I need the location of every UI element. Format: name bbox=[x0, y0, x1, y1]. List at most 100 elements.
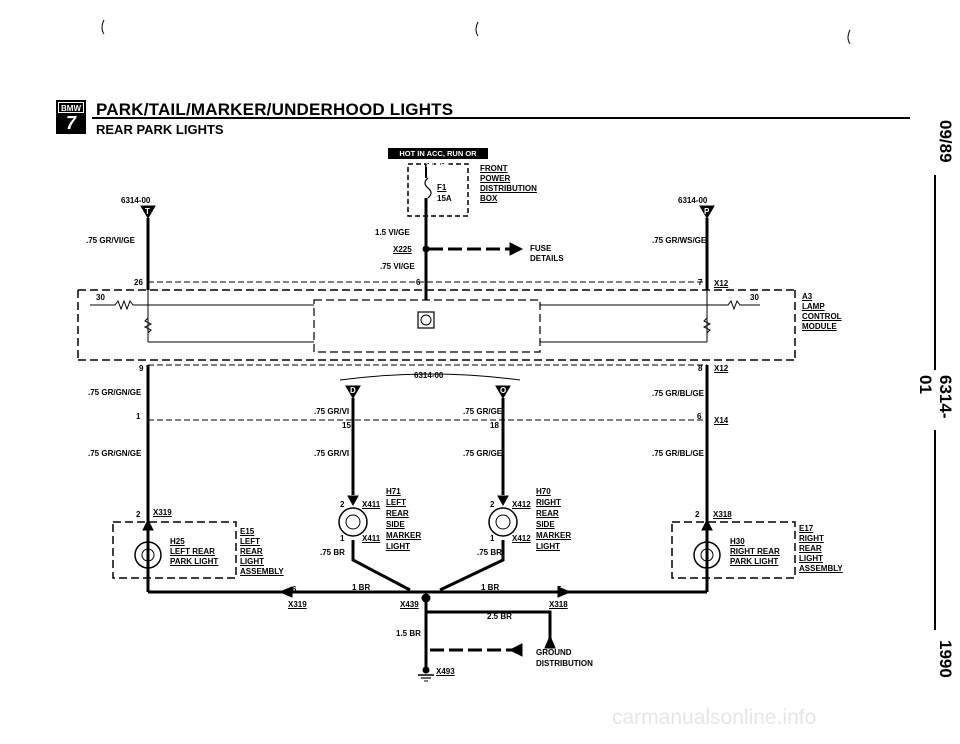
left-top-connector-letter: T bbox=[145, 207, 150, 216]
right-marker-lamp bbox=[488, 507, 518, 537]
fuse-wire-top: 1.5 VI/GE bbox=[375, 228, 410, 237]
left-lamp-conn: X319 bbox=[153, 508, 172, 517]
pin-2-left: 2 bbox=[136, 510, 141, 519]
ground-x493: X493 bbox=[436, 667, 455, 676]
wire-br-right: .75 BR bbox=[477, 548, 502, 557]
right-asm-5: ASSEMBLY bbox=[799, 564, 843, 573]
stray-mark-right bbox=[847, 29, 851, 45]
pin-30-right: 30 bbox=[750, 293, 759, 302]
wire-right-top: .75 GR/WS/GE bbox=[652, 236, 707, 245]
mid-left-line4: MARKER bbox=[386, 531, 422, 540]
mid-left-line2: REAR bbox=[386, 509, 409, 518]
pin-26: 26 bbox=[134, 278, 143, 287]
wire-1br-right: 1 BR bbox=[481, 583, 500, 592]
mid-left-line3: SIDE bbox=[386, 520, 405, 529]
mid-left-conn-bot: X411 bbox=[362, 534, 381, 543]
page-subtitle: REAR PARK LIGHTS bbox=[96, 122, 224, 137]
mid-left-conn-top: X411 bbox=[362, 500, 381, 509]
stray-mark-mid bbox=[475, 21, 479, 37]
pin-5: 5 bbox=[557, 585, 562, 594]
pin-2-right: 2 bbox=[695, 510, 700, 519]
fuse-details-1: FUSE bbox=[530, 244, 552, 253]
right-asm-3: REAR bbox=[799, 544, 822, 553]
page-title: PARK/TAIL/MARKER/UNDERHOOD LIGHTS bbox=[96, 100, 454, 119]
pin-30-left: 30 bbox=[96, 293, 105, 302]
module-line2: LAMP bbox=[802, 302, 825, 311]
left-asm-2: LEFT bbox=[240, 537, 260, 546]
left-asm-3: REAR bbox=[240, 547, 263, 556]
left-lamp-id: H25 bbox=[170, 537, 185, 546]
left-marker-lamp bbox=[338, 507, 368, 537]
wire-right-mid: .75 GR/BL/GE bbox=[652, 389, 705, 398]
wire-left-top: .75 GR/VI/GE bbox=[86, 236, 135, 245]
pin-9: 9 bbox=[139, 364, 144, 373]
left-lamp-line1: LEFT REAR bbox=[170, 547, 215, 556]
stray-mark-left bbox=[101, 19, 105, 35]
left-top-connector-code: 6314-00 bbox=[121, 196, 151, 205]
fuse-rating: 15A bbox=[437, 194, 452, 203]
wire-left-mid: .75 GR/GN/GE bbox=[88, 388, 142, 397]
wire-right-low: .75 GR/BL/GE bbox=[652, 449, 705, 458]
mid-left-line5: LIGHT bbox=[386, 542, 410, 551]
splice-x225-label: X225 bbox=[393, 245, 412, 254]
pin-7: 7 bbox=[698, 278, 703, 287]
pin-1a: 1 bbox=[136, 412, 141, 421]
right-asm-2: RIGHT bbox=[799, 534, 824, 543]
mid-left-id: H71 bbox=[386, 487, 401, 496]
center-right-letter: O bbox=[500, 386, 507, 395]
right-lamp-line2: PARK LIGHT bbox=[730, 557, 779, 566]
right-top-connector-letter: P bbox=[704, 207, 710, 216]
ground-label-2: DISTRIBUTION bbox=[536, 659, 593, 668]
mid-right-line3: SIDE bbox=[536, 520, 555, 529]
module-line1: A3 bbox=[802, 292, 813, 301]
mid-left-line1: LEFT bbox=[386, 498, 406, 507]
right-lamp-id: H30 bbox=[730, 537, 745, 546]
splice-x225 bbox=[422, 245, 430, 253]
wire-mid-left-1: .75 GR/VI bbox=[314, 407, 350, 416]
left-asm-1: E15 bbox=[240, 527, 255, 536]
x14-label: X14 bbox=[714, 416, 729, 425]
pin-18: 18 bbox=[490, 421, 499, 430]
fuse-box-line1: FRONT bbox=[480, 164, 508, 173]
fuse-symbol bbox=[424, 177, 432, 199]
ground-x319: X319 bbox=[288, 600, 307, 609]
fuse-details-2: DETAILS bbox=[530, 254, 564, 263]
x12-top: X12 bbox=[714, 279, 729, 288]
wire-1br-left: 1 BR bbox=[352, 583, 371, 592]
pin-6b: 6 bbox=[697, 412, 702, 421]
right-lamp-line1: RIGHT REAR bbox=[730, 547, 780, 556]
right-lamp-box bbox=[671, 521, 796, 579]
module-line4: MODULE bbox=[802, 322, 837, 331]
module-inner-box bbox=[313, 299, 541, 353]
pin-2-mid-left: 2 bbox=[340, 500, 345, 509]
right-top-connector-code: 6314-00 bbox=[678, 196, 708, 205]
ground-x439: X439 bbox=[400, 600, 419, 609]
fuse-wire-bottom: .75 VI/GE bbox=[380, 262, 415, 271]
power-banner: HOT IN ACC, RUN OR START bbox=[388, 148, 488, 169]
x12-bottom: X12 bbox=[714, 364, 729, 373]
left-lamp-line2: PARK LIGHT bbox=[170, 557, 219, 566]
right-park-lamp bbox=[693, 541, 721, 569]
side-year: 1990 bbox=[936, 640, 955, 678]
wire-25br: 2.5 BR bbox=[487, 612, 512, 621]
right-asm-4: LIGHT bbox=[799, 554, 823, 563]
left-park-lamp bbox=[134, 541, 162, 569]
pin-15: 15 bbox=[342, 421, 351, 430]
wire-left-low: .75 GR/GN/GE bbox=[88, 449, 142, 458]
mid-right-line2: REAR bbox=[536, 509, 559, 518]
ground-x318: X318 bbox=[549, 600, 568, 609]
pin-2-mid-right: 2 bbox=[490, 500, 495, 509]
pin-8: 8 bbox=[698, 364, 703, 373]
wire-15br: 1.5 BR bbox=[396, 629, 421, 638]
pin-1-mid-right: 1 bbox=[490, 534, 495, 543]
center-connector-arc bbox=[339, 373, 521, 381]
pin-6c: 6 bbox=[292, 585, 297, 594]
mid-right-conn-bot: X412 bbox=[512, 534, 531, 543]
ground-label-1: GROUND bbox=[536, 648, 572, 657]
watermark: carmanualsonline.info bbox=[612, 706, 817, 729]
right-lamp-conn: X318 bbox=[713, 510, 732, 519]
fuse-box-line4: BOX bbox=[480, 194, 498, 203]
wire-mid-right-2: .75 GR/GE bbox=[463, 449, 503, 458]
mid-right-conn-top: X412 bbox=[512, 500, 531, 509]
